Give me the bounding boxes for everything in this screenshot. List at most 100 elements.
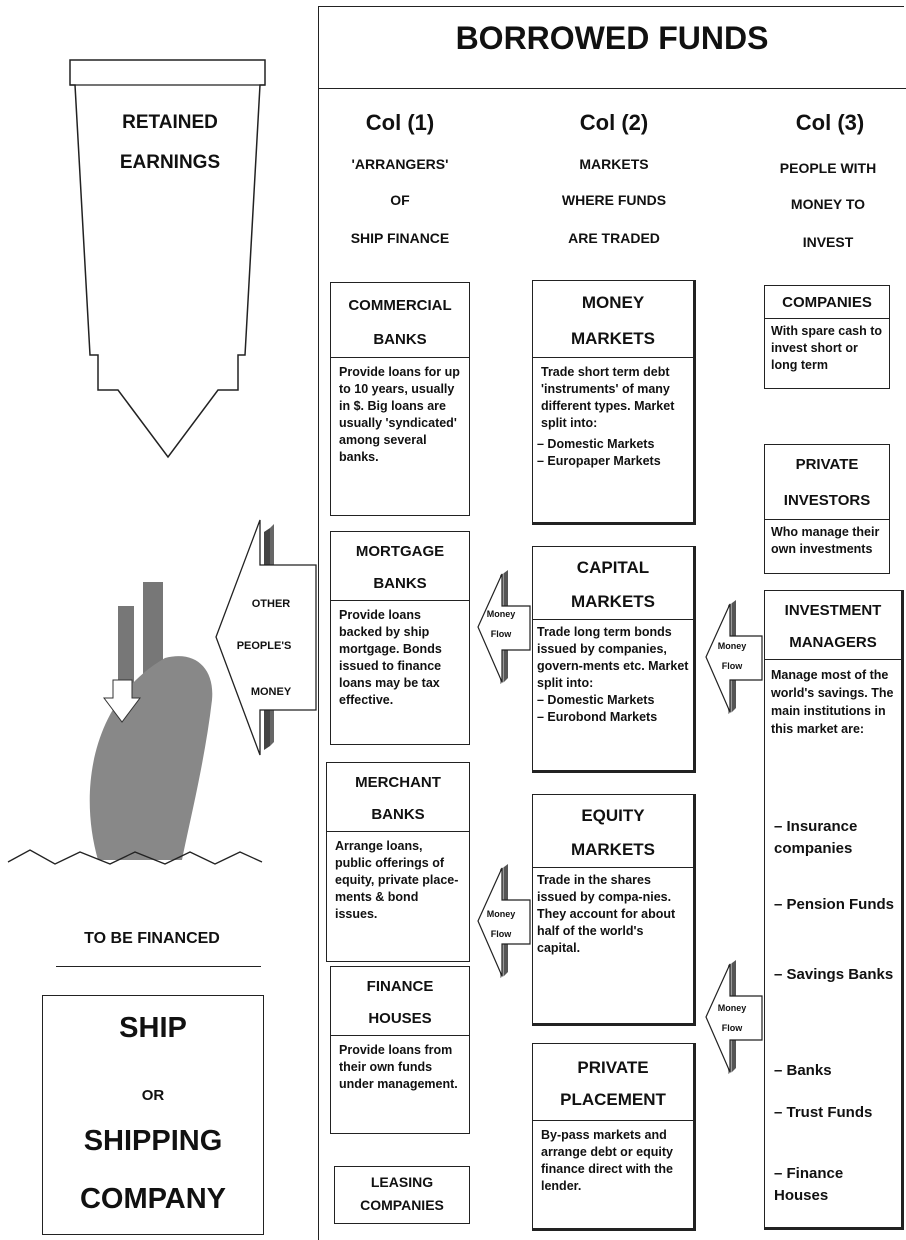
col3-sub-1: PEOPLE WITH [779,160,877,176]
companies-desc: With spare cash to invest short or long … [771,324,883,372]
capital-markets-list-2: – Eurobond Markets [537,710,658,724]
retained-label-1: RETAINED [122,112,218,133]
to-be-financed-label: TO BE FINANCED [84,930,220,947]
equity-markets-title-1: EQUITY [581,806,645,825]
finance-houses-title-1: FINANCE [366,978,434,995]
col3-sub-3: INVEST [802,234,854,250]
private-placement-desc: By-pass markets and arrange debt or equi… [541,1128,673,1193]
money-flow-arrow-1 [477,570,531,684]
retained-label-2: EARNINGS [119,152,221,173]
capital-markets-list-1: – Domestic Markets [537,693,655,707]
borrowed-funds-frame [318,6,904,1240]
money-flow-3-text-1: Money [717,641,747,651]
im-list-3: – Savings Banks [774,966,894,983]
title-underline [318,88,906,89]
investment-managers-box: INVESTMENT MANAGERS Manage most of the w… [764,590,904,1230]
im-list-6: – Finance Houses [774,1165,844,1204]
money-markets-title-1: MONEY [581,293,645,312]
money-flow-2-text-1: Money [486,909,516,919]
money-flow-arrow-4 [705,960,763,1074]
investment-managers-desc: Manage most of the world's savings. The … [771,668,894,736]
capital-markets-title-1: CAPITAL [576,558,650,577]
leasing-title-2: COMPANIES [360,1197,444,1213]
col1-sub-3: SHIP FINANCE [350,230,450,246]
to-be-financed-rule [56,966,261,967]
capital-markets-box: CAPITAL MARKETS Trade long term bonds is… [532,546,696,773]
merchant-banks-title-1: MERCHANT [355,774,441,791]
private-placement-title-2: PLACEMENT [560,1090,666,1109]
investment-managers-title-2: MANAGERS [789,634,877,651]
investment-managers-title-1: INVESTMENT [784,602,882,619]
private-investors-desc: Who manage their own investments [771,525,880,556]
private-investors-title-1: PRIVATE [795,456,859,473]
col1-head: Col (1) [365,110,435,135]
leasing-title-1: LEASING [370,1174,434,1190]
commercial-banks-title-1: COMMERCIAL [348,297,452,314]
col3-head: Col (3) [795,110,865,135]
money-flow-2-label: Money Flow [476,904,526,944]
private-investors-title-2: INVESTORS [783,492,871,509]
retained-earnings-arrow [69,59,266,459]
equity-markets-title-2: MARKETS [570,840,656,859]
finance-houses-desc: Provide loans from their own funds under… [339,1043,458,1091]
commercial-banks-title-2: BANKS [373,331,427,348]
finance-houses-box: FINANCE HOUSES Provide loans from their … [330,966,470,1134]
col1-sub-2: OF [390,192,410,208]
ship-or-company-box [42,995,264,1235]
money-flow-4-text-1: Money [717,1003,747,1013]
mortgage-banks-desc: Provide loans backed by ship mortgage. B… [339,608,442,707]
money-flow-arrow-2 [477,864,531,978]
other-money-label-2: PEOPLE'S [236,640,292,652]
merchant-banks-box: MERCHANT BANKS Arrange loans, public off… [326,762,470,962]
companies-box: COMPANIES With spare cash to invest shor… [764,285,890,389]
im-list-1: – Insurance companies [774,818,858,857]
companies-title: COMPANIES [782,294,872,311]
money-markets-desc: Trade short term debt 'instruments' of m… [541,365,675,430]
private-placement-box: PRIVATE PLACEMENT By-pass markets and ar… [532,1043,696,1231]
page-title: BORROWED FUNDS [455,20,769,56]
money-flow-arrow-3 [705,600,763,714]
ship-icon [7,582,263,865]
money-flow-4-text-2: Flow [721,1023,743,1033]
money-flow-1-text-1: Money [486,609,516,619]
private-investors-box: PRIVATE INVESTORS Who manage their own i… [764,444,890,574]
equity-markets-box: EQUITY MARKETS Trade in the shares issue… [532,794,696,1026]
money-markets-box: MONEY MARKETS Trade short term debt 'ins… [532,280,696,525]
other-money-label-3: MONEY [250,686,292,698]
money-markets-list-2: – Europaper Markets [537,454,661,468]
money-markets-title-2: MARKETS [570,329,656,348]
equity-markets-desc: Trade in the shares issued by compa-nies… [537,873,676,955]
col3-sub-2: MONEY TO [790,196,866,212]
im-list-5: – Trust Funds [774,1104,873,1121]
finance-houses-title-2: HOUSES [368,1010,432,1027]
money-flow-1-label: Money Flow [476,604,526,644]
im-list-4: – Banks [774,1062,832,1079]
money-flow-4-label: Money Flow [708,998,756,1038]
ship-label: SHIP [119,1012,187,1044]
money-markets-list-1: – Domestic Markets [537,437,655,451]
merchant-banks-title-2: BANKS [371,806,425,823]
money-flow-1-text-2: Flow [490,629,512,639]
col2-head: Col (2) [579,110,649,135]
merchant-banks-desc: Arrange loans, public offerings of equit… [335,839,459,921]
shipping-label: SHIPPING [83,1125,223,1157]
col2-sub-2: WHERE FUNDS [561,192,667,208]
commercial-banks-box: COMMERCIAL BANKS Provide loans for up to… [330,282,470,516]
other-peoples-money-arrow [215,519,317,756]
other-money-label-1: OTHER [251,598,291,610]
col2-sub-1: MARKETS [579,156,649,172]
commercial-banks-desc: Provide loans for up to 10 years, usuall… [339,365,460,464]
col1-sub-1: 'ARRANGERS' [351,156,449,172]
mortgage-banks-title-2: BANKS [373,575,427,592]
company-label: COMPANY [79,1183,227,1215]
private-placement-title-1: PRIVATE [577,1058,649,1077]
col2-sub-3: ARE TRADED [568,230,660,246]
leasing-companies-box: LEASING COMPANIES [334,1166,470,1224]
mortgage-banks-title-1: MORTGAGE [355,543,445,560]
money-flow-3-label: Money Flow [708,636,756,676]
capital-markets-title-2: MARKETS [570,592,656,611]
money-flow-2-text-2: Flow [490,929,512,939]
money-flow-3-text-2: Flow [721,661,743,671]
mortgage-banks-box: MORTGAGE BANKS Provide loans backed by s… [330,531,470,745]
or-label: OR [141,1087,165,1104]
